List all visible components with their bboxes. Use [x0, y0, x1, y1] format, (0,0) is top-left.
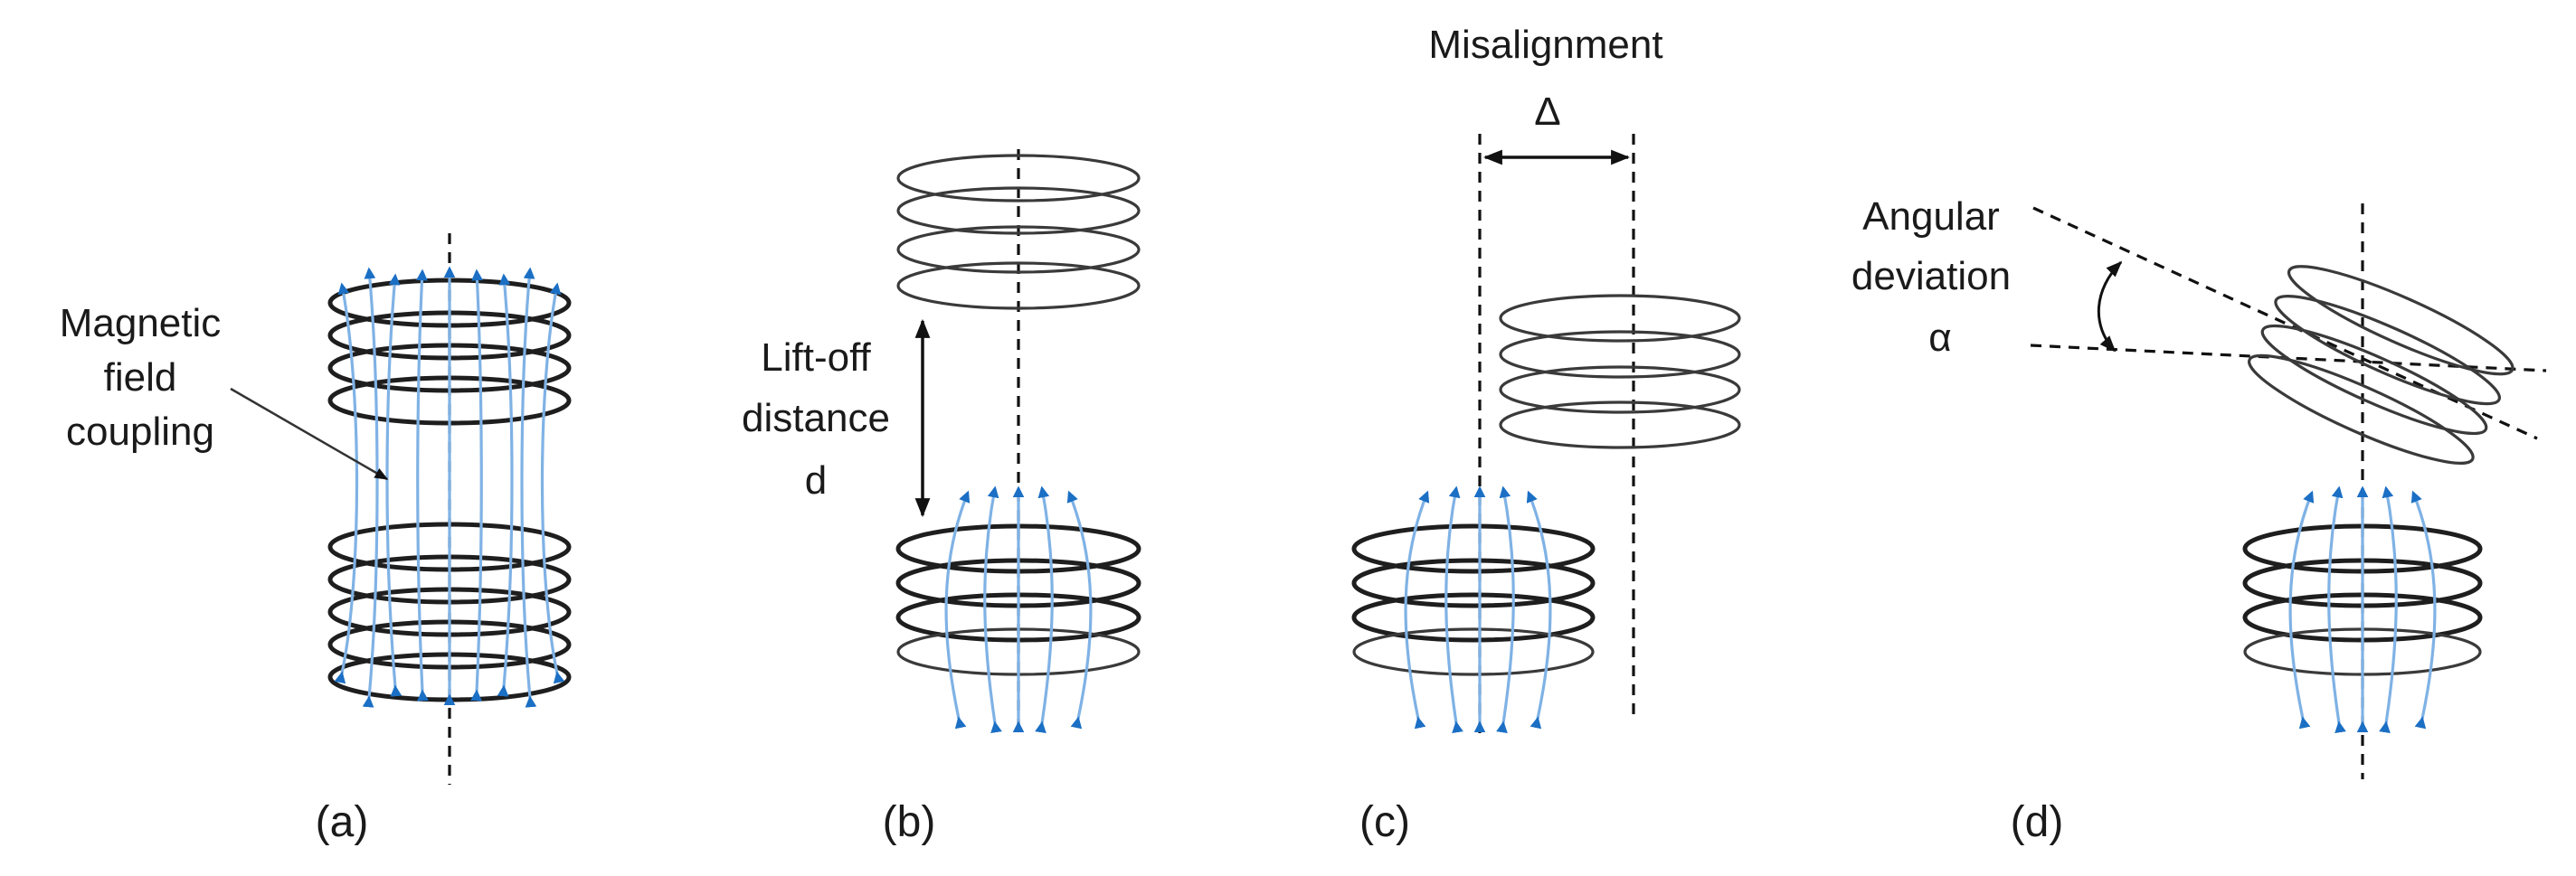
panel-a: Magnetic field coupling (a) [60, 233, 572, 846]
annotation-line-1: Magnetic [60, 301, 222, 345]
annotation-line-1: Angular [1862, 194, 2000, 239]
magnetic-field-lines [334, 266, 565, 708]
annotation-line-2: distance [742, 396, 890, 440]
tilted-coil [2248, 265, 2514, 465]
panel-c: Misalignment Δ (c) [1351, 23, 1741, 846]
delta-symbol: Δ [1534, 89, 1560, 134]
annotation-line-1: Lift-off [761, 335, 871, 380]
magnetic-field-lines [2288, 485, 2437, 734]
field-pointer-arrow [230, 387, 389, 481]
panel-b: Lift-off distance d (b) [742, 149, 1141, 846]
annotation-line-3: coupling [66, 410, 214, 454]
upper-coil [896, 154, 1141, 310]
upper-coil [1499, 294, 1741, 449]
annotation-line-3: d [805, 458, 827, 503]
panel-d: Angular deviation α (d) [1852, 194, 2547, 846]
annotation-line-2: deviation [1852, 254, 2011, 298]
angle-arc-arrow [2097, 260, 2123, 353]
panel-caption: (b) [883, 798, 936, 846]
panel-caption: (c) [1359, 798, 1410, 846]
lower-coil [1351, 523, 1596, 676]
magnetic-field-lines [1404, 485, 1552, 734]
magnetic-field-lines [944, 485, 1093, 734]
panel-caption: (d) [2011, 798, 2064, 846]
tilted-axis-line [2032, 206, 2538, 440]
panel-caption: (a) [316, 798, 369, 846]
misalignment-label: Misalignment [1428, 23, 1662, 67]
alpha-symbol: α [1928, 316, 1951, 360]
annotation-line-2: field [104, 355, 177, 400]
